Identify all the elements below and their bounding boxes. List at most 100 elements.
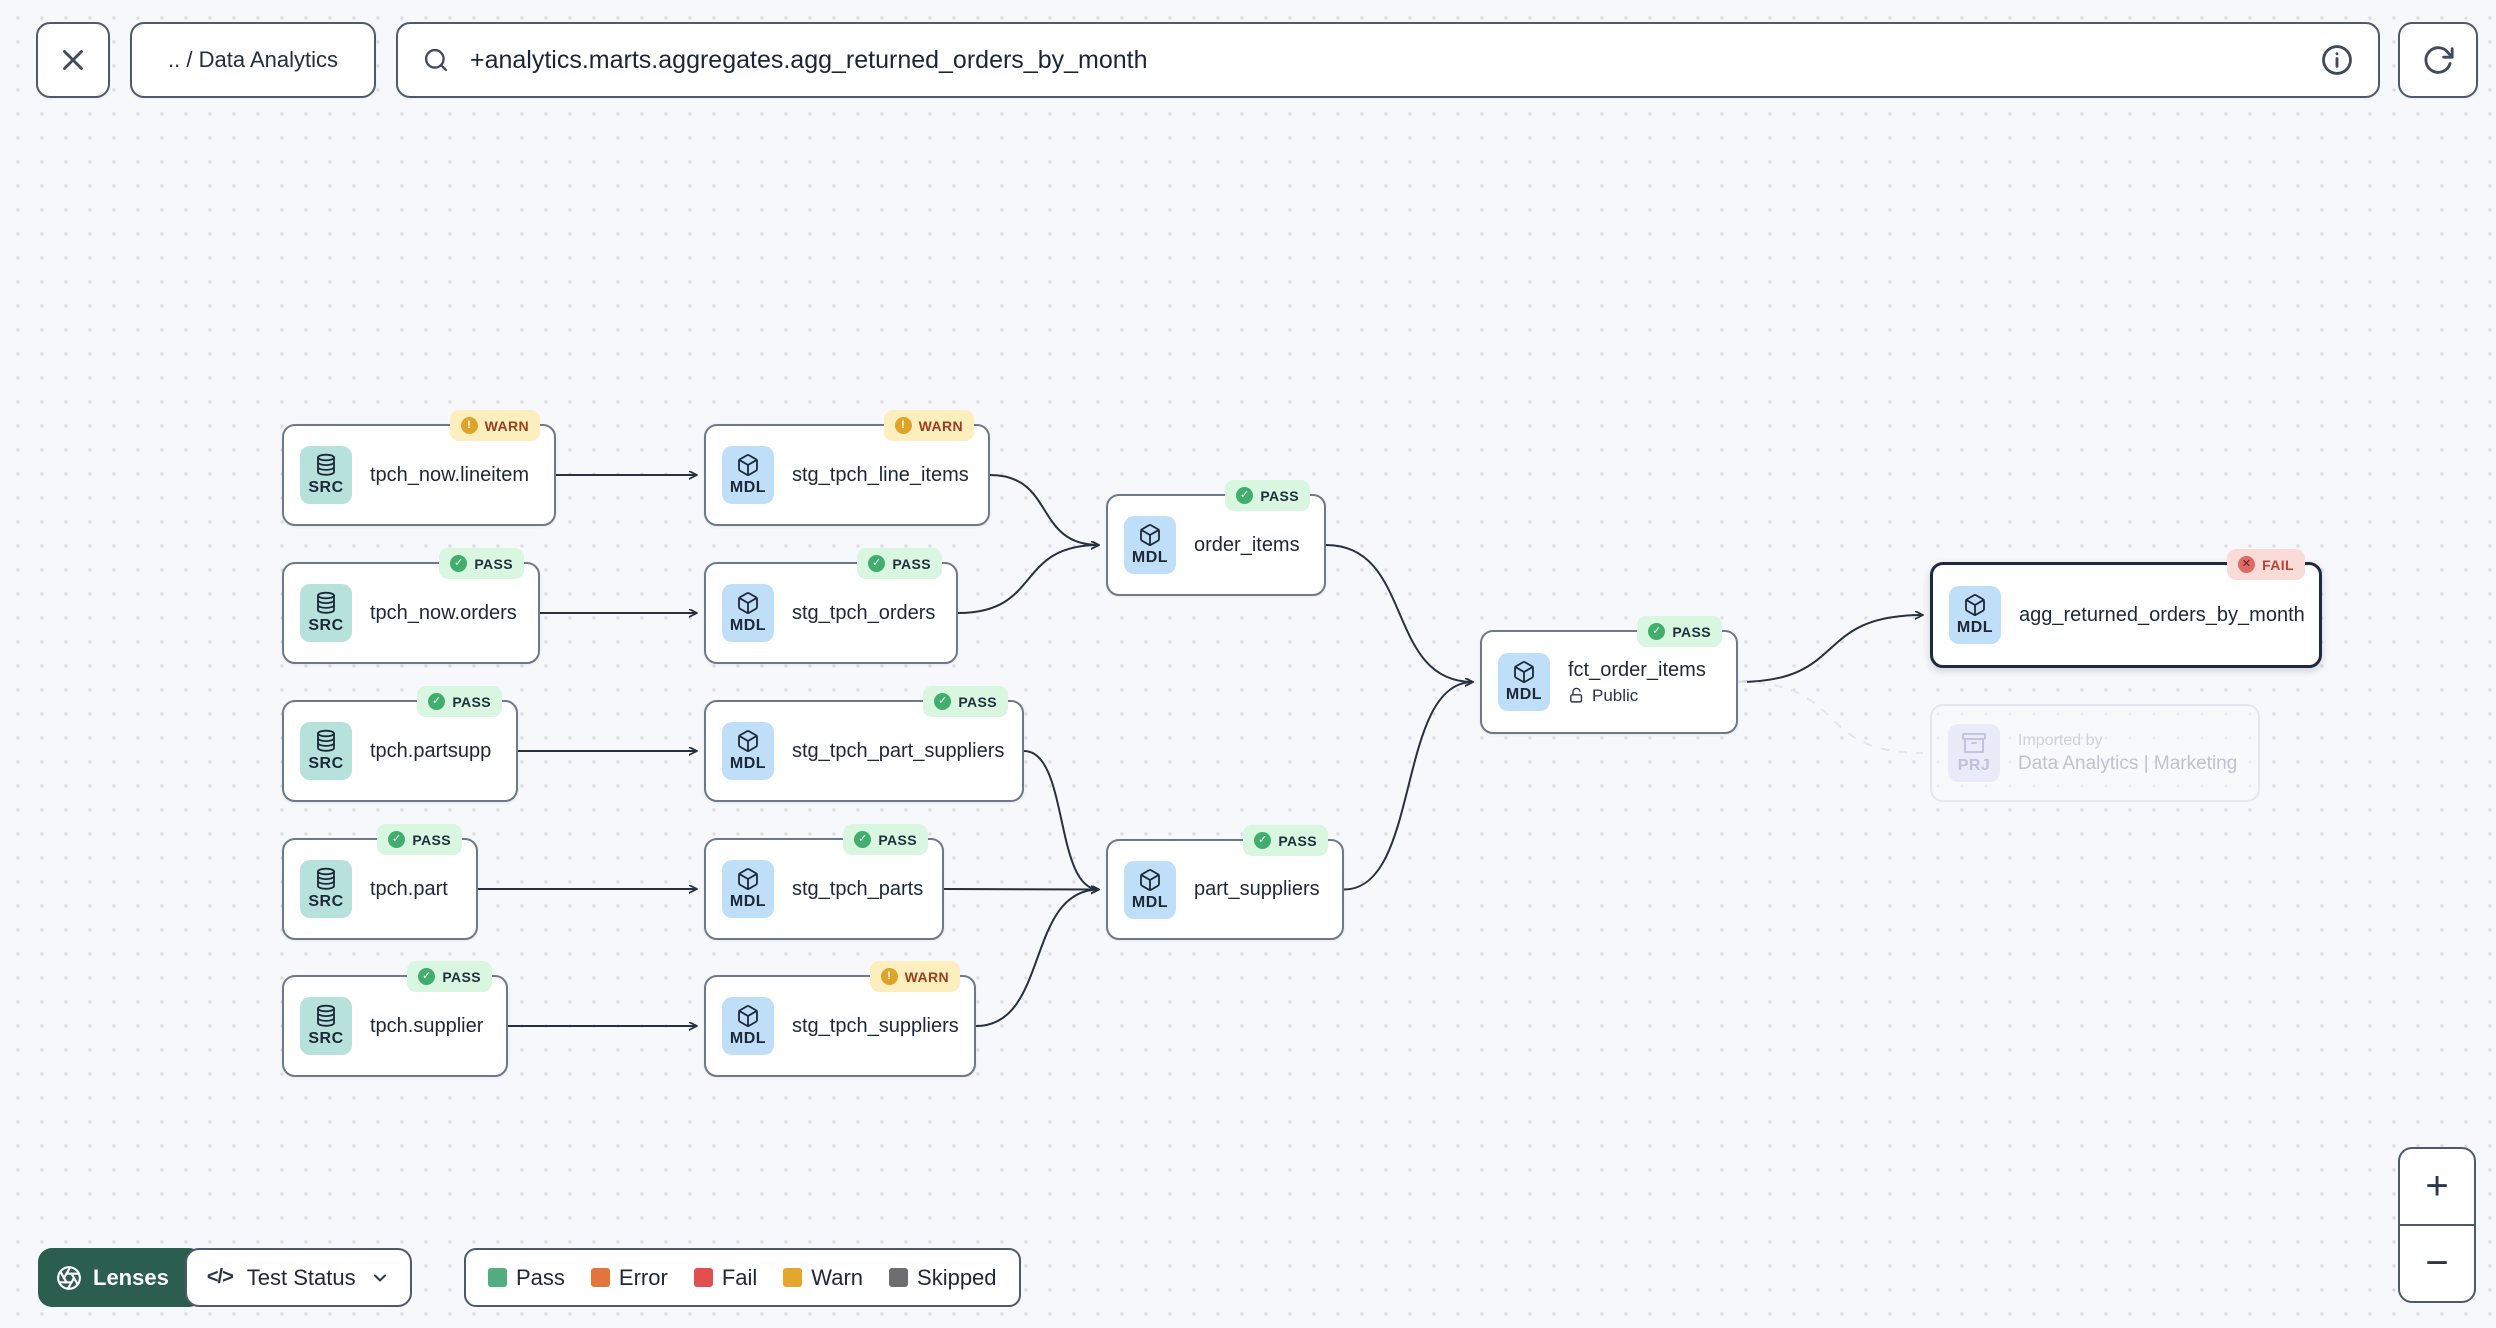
refresh-button[interactable] <box>2398 22 2478 98</box>
legend-item-fail: Fail <box>693 1265 757 1291</box>
lens-selector[interactable]: </> Test Status <box>184 1248 412 1307</box>
legend-item-error: Error <box>590 1265 668 1291</box>
lenses-label: Lenses <box>93 1264 169 1290</box>
lens-selected-label: Test Status <box>246 1264 356 1290</box>
status-badge-warn: !WARN <box>869 961 960 992</box>
status-badge-warn: !WARN <box>449 410 540 441</box>
node-tpch_now_orders[interactable]: SRC tpch_now.orders ✓PASS <box>282 548 540 664</box>
legend: Pass Error Fail Warn Skipped <box>464 1248 1021 1307</box>
status-badge-pass: ✓PASS <box>1637 616 1722 647</box>
status-dot-icon: ✕ <box>2238 556 2256 573</box>
breadcrumb-label: .. / Data Analytics <box>168 47 338 72</box>
database-icon: SRC <box>300 860 352 918</box>
node-kind-label: MDL <box>1131 549 1169 566</box>
imported-by-caption: Imported by <box>2018 731 2103 749</box>
node-label: tpch_now.orders <box>370 601 517 624</box>
status-dot-icon: ✓ <box>418 968 436 985</box>
status-dot-icon: ✓ <box>428 693 446 710</box>
legend-item-warn: Warn <box>783 1265 863 1291</box>
cube-icon: MDL <box>722 997 774 1055</box>
node-label: fct_order_items <box>1568 658 1706 681</box>
legend-swatch <box>590 1268 610 1287</box>
status-dot-icon: ✓ <box>388 831 406 848</box>
database-icon: SRC <box>300 722 352 780</box>
minus-icon: − <box>2425 1241 2449 1285</box>
plus-icon: + <box>2425 1164 2449 1208</box>
chevron-down-icon <box>373 1274 386 1281</box>
status-badge-pass: ✓PASS <box>843 824 928 855</box>
zoom-in-button[interactable]: + <box>2400 1149 2474 1224</box>
cube-icon: MDL <box>722 860 774 918</box>
node-label: agg_returned_orders_by_month <box>2019 603 2305 626</box>
node-label: tpch.partsupp <box>370 739 492 762</box>
legend-item-pass: Pass <box>488 1265 565 1291</box>
search-bar[interactable] <box>396 22 2380 98</box>
node-kind-label: MDL <box>729 479 767 496</box>
cube-icon: MDL <box>1124 516 1176 574</box>
aperture-icon <box>57 1265 81 1290</box>
node-label: tpch.supplier <box>370 1014 484 1037</box>
status-dot-icon: ! <box>880 968 898 985</box>
project-icon: PRJ <box>1948 724 2000 782</box>
cube-icon: MDL <box>1949 586 2001 644</box>
node-kind-label: SRC <box>308 893 344 910</box>
info-icon[interactable] <box>2320 43 2354 77</box>
status-dot-icon: ! <box>460 417 478 434</box>
node-kind-label: SRC <box>308 617 344 634</box>
cube-icon: MDL <box>722 722 774 780</box>
edge-part_suppliers-to-fct_order_items <box>1343 682 1473 891</box>
zoom-out-button[interactable]: − <box>2400 1224 2474 1301</box>
edge-stg_tpch_parts-to-part_suppliers <box>943 889 1099 890</box>
lenses-button[interactable]: Lenses <box>38 1248 203 1307</box>
status-badge-pass: ✓PASS <box>1243 825 1328 856</box>
legend-swatch <box>488 1268 507 1287</box>
legend-swatch <box>783 1268 803 1287</box>
database-icon: SRC <box>300 584 352 642</box>
refresh-icon <box>2424 46 2454 74</box>
node-stg_tpch_line_items[interactable]: MDL stg_tpch_line_items !WARN <box>704 410 990 526</box>
status-badge-pass: ✓PASS <box>439 548 524 579</box>
edge-stg_tpch_suppliers-to-part_suppliers <box>975 890 1099 1027</box>
cube-icon: MDL <box>1498 653 1550 711</box>
legend-item-skipped: Skipped <box>889 1265 997 1291</box>
cube-icon: MDL <box>1124 860 1176 919</box>
edge-stg_tpch_line_items-to-order_items <box>989 474 1099 545</box>
cube-icon: MDL <box>722 446 774 504</box>
status-badge-warn: !WARN <box>883 410 974 441</box>
status-dot-icon: ✓ <box>868 555 886 572</box>
breadcrumb[interactable]: .. / Data Analytics <box>130 22 376 98</box>
status-dot-icon: ✓ <box>854 831 872 848</box>
node-kind-label: SRC <box>308 755 344 772</box>
search-input[interactable] <box>468 44 2302 76</box>
legend-swatch <box>889 1268 909 1287</box>
database-icon: SRC <box>300 997 352 1055</box>
edge-stg_tpch_part_suppliers-to-part_suppliers <box>1023 750 1099 890</box>
edge-fct_order_items-to-agg_returned_orders_by_month <box>1737 615 1923 683</box>
node-label: stg_tpch_part_suppliers <box>792 739 1005 762</box>
close-button[interactable] <box>36 22 110 98</box>
node-label: stg_tpch_line_items <box>792 463 969 486</box>
lenses-group: Lenses </> Test Status <box>38 1248 412 1307</box>
status-dot-icon: ✓ <box>934 693 952 710</box>
status-dot-icon: ✓ <box>1648 623 1666 640</box>
node-kind-label: MDL <box>729 1030 767 1047</box>
status-badge-pass: ✓PASS <box>377 824 462 855</box>
search-icon <box>424 48 448 72</box>
node-kind-label: MDL <box>1505 686 1543 703</box>
status-dot-icon: ✓ <box>1254 832 1272 849</box>
node-kind-label: MDL <box>729 893 767 910</box>
